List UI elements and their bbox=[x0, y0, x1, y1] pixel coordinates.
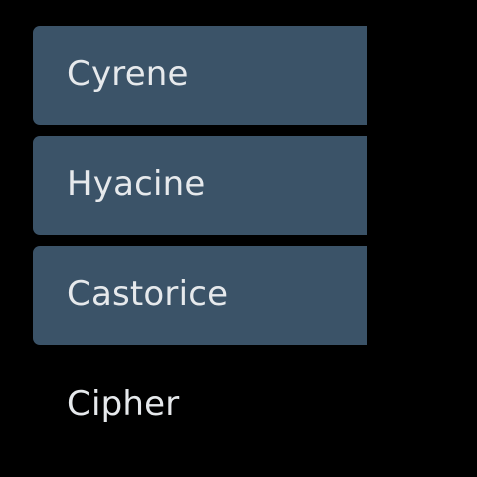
list-item-label: Cipher bbox=[67, 383, 180, 424]
list-item-cipher[interactable]: Cipher bbox=[33, 356, 367, 455]
list-item-label: Castorice bbox=[67, 273, 229, 314]
list-item-castorice[interactable]: Castorice bbox=[33, 246, 367, 345]
selection-list: Cyrene Hyacine Castorice Cipher bbox=[33, 26, 367, 466]
list-item-cyrene[interactable]: Cyrene bbox=[33, 26, 367, 125]
list-item-hyacine[interactable]: Hyacine bbox=[33, 136, 367, 235]
list-item-label: Cyrene bbox=[67, 53, 189, 94]
list-item-label: Hyacine bbox=[67, 163, 206, 204]
